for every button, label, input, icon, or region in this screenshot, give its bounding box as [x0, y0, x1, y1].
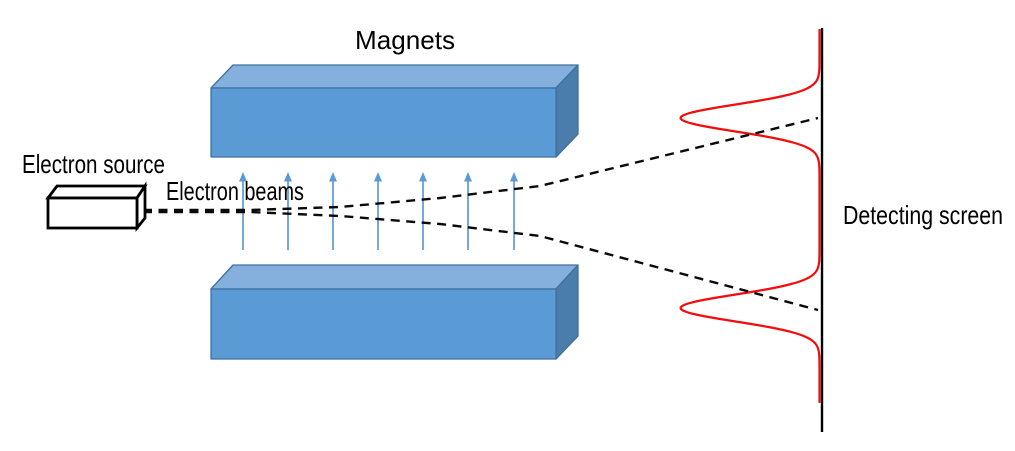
electron-source-box: [45, 181, 148, 232]
field-arrow-head-6: [464, 172, 472, 182]
magnet-top-bar-top-face: [210, 64, 579, 89]
field-arrow-head-3: [329, 172, 337, 182]
field-arrow-head-2: [284, 172, 292, 182]
field-arrow-head-7: [510, 172, 518, 182]
detection-distribution-curve: [679, 28, 821, 404]
electron-beams-label: Electron beams: [166, 176, 304, 206]
magnet-top-bar-front-face: [210, 87, 557, 158]
field-arrow-head-5: [419, 172, 427, 182]
field-arrow-head-1: [239, 172, 247, 182]
distribution-curve-path: [679, 28, 821, 404]
electron-source-label: Electron source: [22, 149, 165, 179]
electron-source-top-face: [45, 184, 148, 200]
electron-source-front-face: [46, 196, 139, 230]
magnet-bottom-bar-front-face: [210, 288, 557, 360]
field-arrow-head-4: [374, 172, 382, 182]
detecting-screen-label: Detecting screen: [843, 200, 1003, 230]
magnets-label: Magnets: [355, 25, 455, 55]
magnet-top-bar: [210, 64, 579, 158]
magnet-bottom-bar: [210, 264, 579, 360]
magnet-bottom-bar-top-face: [210, 264, 579, 290]
